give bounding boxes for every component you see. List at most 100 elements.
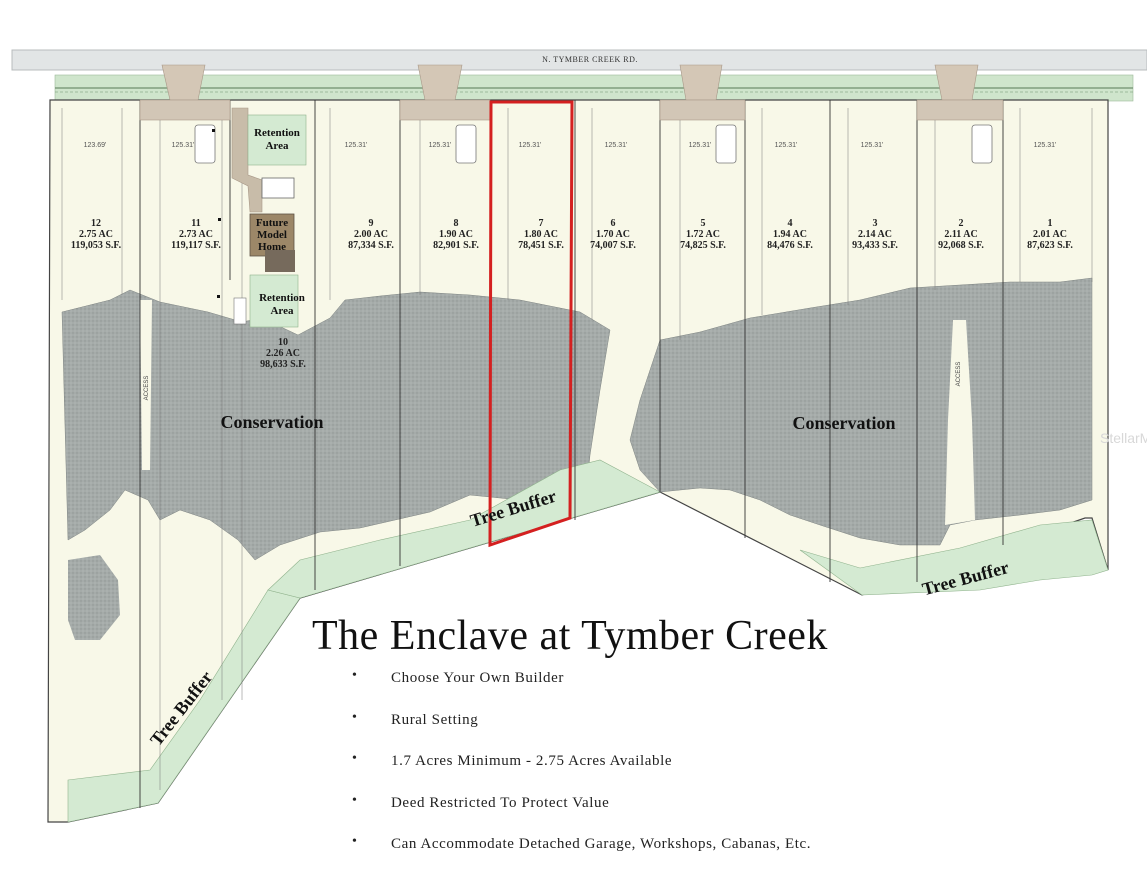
model-home-label: Future Model Home <box>256 217 288 253</box>
retention-area-bottom <box>249 274 299 328</box>
conservation-patch <box>68 555 120 640</box>
road <box>11 49 1147 71</box>
svg-text:1.94 AC: 1.94 AC <box>773 229 807 240</box>
svg-text:87,623 S.F.: 87,623 S.F. <box>1027 240 1073 251</box>
svg-text:2.75 AC: 2.75 AC <box>79 229 113 240</box>
svg-text:119,117 S.F.: 119,117 S.F. <box>171 240 221 251</box>
svg-text:Retention: Retention <box>254 127 300 139</box>
svg-text:125.31': 125.31' <box>605 142 628 149</box>
svg-text:Area: Area <box>270 305 294 317</box>
model-home-annex <box>265 250 295 272</box>
svg-text:2.73 AC: 2.73 AC <box>179 229 213 240</box>
bullet-icon: • <box>352 709 358 725</box>
svg-text:2.00 AC: 2.00 AC <box>354 229 388 240</box>
svg-text:74,825 S.F.: 74,825 S.F. <box>680 240 726 251</box>
access-strip-left <box>140 300 152 470</box>
svg-text:5: 5 <box>701 218 706 229</box>
svg-text:12: 12 <box>91 218 101 229</box>
svg-text:98,633 S.F.: 98,633 S.F. <box>260 359 306 370</box>
frontage-dimensions: 123.69' 125.31' 125.31' 125.31' 125.31' … <box>84 142 1057 149</box>
svg-text:125.31': 125.31' <box>429 142 452 149</box>
garage-pad <box>261 177 295 199</box>
lot-6: 6 1.70 AC 74,007 S.F. <box>590 218 636 251</box>
lot-10: 10 2.26 AC 98,633 S.F. <box>260 337 306 370</box>
tree-buffer-center <box>267 459 661 599</box>
svg-text:125.31': 125.31' <box>172 142 195 149</box>
svg-text:1.90 AC: 1.90 AC <box>439 229 473 240</box>
svg-text:7: 7 <box>539 218 544 229</box>
lot-11: 11 2.73 AC 119,117 S.F. <box>171 218 221 251</box>
svg-text:125.31': 125.31' <box>861 142 884 149</box>
svg-text:87,334 S.F.: 87,334 S.F. <box>348 240 394 251</box>
svg-text:125.31': 125.31' <box>775 142 798 149</box>
future-model-home <box>249 213 295 257</box>
bullet-icon: • <box>352 668 358 683</box>
bullet-icon: • <box>352 834 358 849</box>
lot-3: 3 2.14 AC 93,433 S.F. <box>852 218 898 251</box>
svg-text:1.70 AC: 1.70 AC <box>596 229 630 240</box>
svg-text:125.31': 125.31' <box>1034 142 1057 149</box>
svg-text:8: 8 <box>454 218 459 229</box>
svg-text:125.31': 125.31' <box>345 142 368 149</box>
svg-text:2.26 AC: 2.26 AC <box>266 348 300 359</box>
driveway-pads <box>139 99 1004 121</box>
conservation-label-right: Conservation <box>793 413 896 433</box>
svg-text:Retention: Retention <box>259 292 305 304</box>
lot-7: 7 1.80 AC 78,451 S.F. <box>518 218 564 251</box>
svg-text:84,476 S.F.: 84,476 S.F. <box>767 240 813 251</box>
svg-text:1.80 AC: 1.80 AC <box>524 229 558 240</box>
conservation-label-left: Conservation <box>221 412 324 432</box>
lot-2: 2 2.11 AC 92,068 S.F. <box>938 218 984 251</box>
svg-text:92,068 S.F.: 92,068 S.F. <box>938 240 984 251</box>
driveway-aprons <box>161 64 979 101</box>
svg-text:Home: Home <box>258 241 286 253</box>
svg-text:2.11 AC: 2.11 AC <box>944 229 977 240</box>
access-label-right: ACCESS <box>956 362 962 387</box>
tree-buffer-right <box>799 519 1109 596</box>
svg-text:2.01 AC: 2.01 AC <box>1033 229 1067 240</box>
depth-dimension-lines <box>61 108 1093 790</box>
svg-text:93,433 S.F.: 93,433 S.F. <box>852 240 898 251</box>
svg-text:123.69': 123.69' <box>84 142 107 149</box>
svg-text:6: 6 <box>611 218 616 229</box>
lot-5: 5 1.72 AC 74,825 S.F. <box>680 218 726 251</box>
lot-8: 8 1.90 AC 82,901 S.F. <box>433 218 479 251</box>
svg-text:Future: Future <box>256 217 288 229</box>
bullet-icon: • <box>352 751 358 766</box>
svg-text:125.31': 125.31' <box>689 142 712 149</box>
svg-text:78,451 S.F.: 78,451 S.F. <box>518 240 564 251</box>
retention-area-top-label: Retention Area <box>254 127 300 152</box>
svg-text:11: 11 <box>191 218 200 229</box>
retention-area-bottom-label: Retention Area <box>259 292 305 317</box>
svg-text:82,901 S.F.: 82,901 S.F. <box>433 240 479 251</box>
svg-text:1.72 AC: 1.72 AC <box>686 229 720 240</box>
svg-text:Area: Area <box>265 140 289 152</box>
house-pads <box>194 124 993 164</box>
svg-text:9: 9 <box>369 218 374 229</box>
svg-text:2.14 AC: 2.14 AC <box>858 229 892 240</box>
svg-text:Model: Model <box>257 229 287 241</box>
svg-text:1: 1 <box>1048 218 1053 229</box>
access-strip-right <box>945 320 975 525</box>
page-title: The Enclave at Tymber Creek <box>312 613 828 659</box>
lot-12: 12 2.75 AC 119,053 S.F. <box>71 218 122 251</box>
retention-area-top <box>247 114 307 166</box>
lot-1: 1 2.01 AC 87,623 S.F. <box>1027 218 1073 251</box>
bullet-icon: • <box>352 792 358 808</box>
svg-text:3: 3 <box>873 218 878 229</box>
road-name: N. TYMBER CREEK RD. <box>542 55 638 64</box>
lot-4: 4 1.94 AC 84,476 S.F. <box>767 218 813 251</box>
access-label-left: ACCESS <box>144 376 150 401</box>
svg-text:125.31': 125.31' <box>519 142 542 149</box>
lot-7-highlight <box>488 100 574 548</box>
parking-strip <box>233 297 247 325</box>
svg-text:2: 2 <box>959 218 964 229</box>
small-markers <box>212 129 221 298</box>
watermark: StellarMLS <box>1100 430 1147 446</box>
conservation-area-right <box>629 277 1093 546</box>
svg-text:119,053 S.F.: 119,053 S.F. <box>71 240 122 251</box>
svg-text:10: 10 <box>278 337 288 348</box>
svg-text:4: 4 <box>788 218 793 229</box>
svg-text:74,007 S.F.: 74,007 S.F. <box>590 240 636 251</box>
